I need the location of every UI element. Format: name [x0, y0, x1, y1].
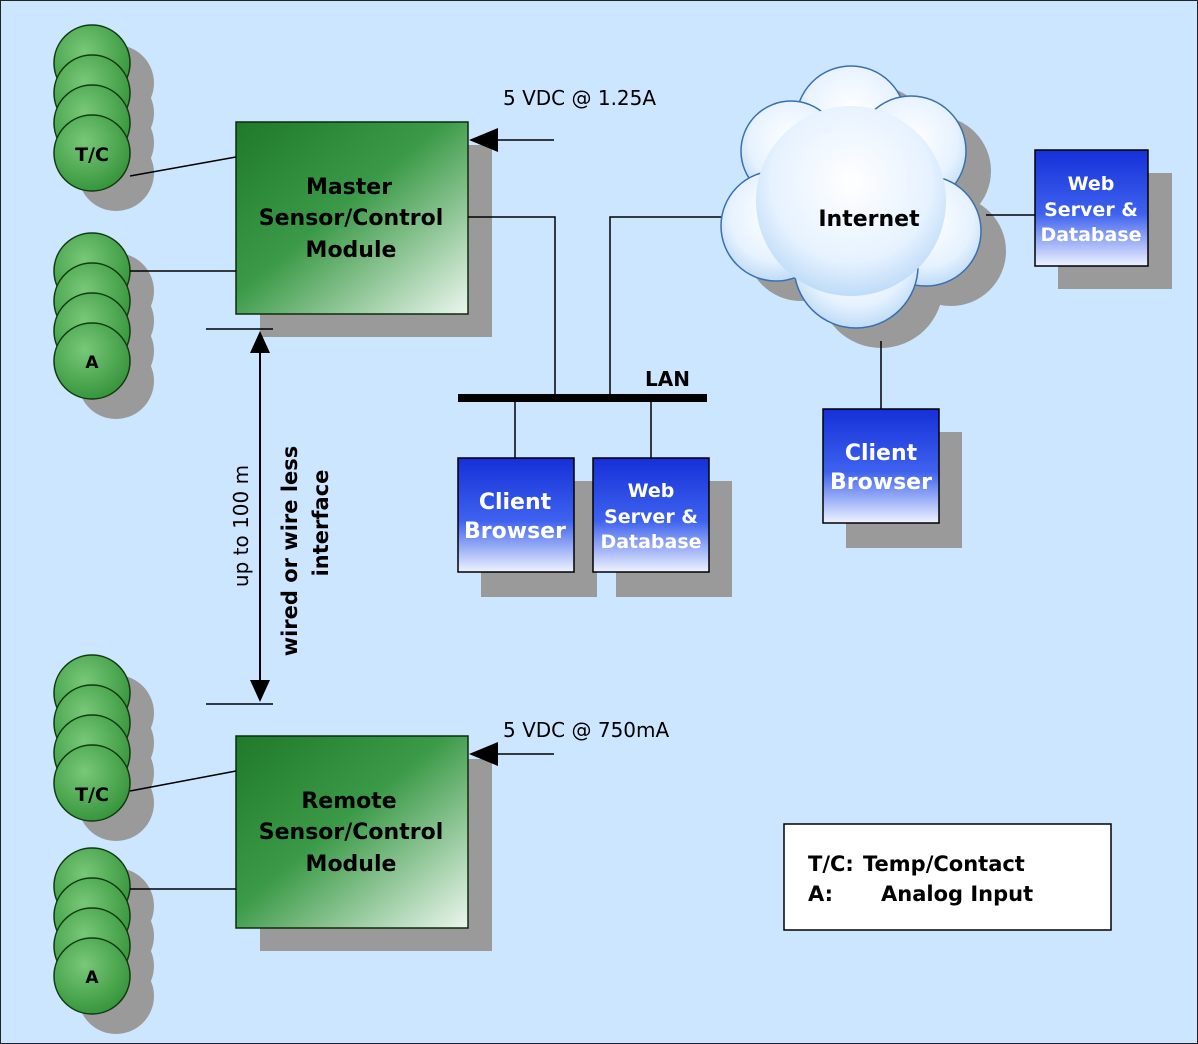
master-module-label: Master Sensor/Control Module — [259, 175, 443, 263]
sensor-label-tc: T/C — [75, 784, 109, 806]
lan-client-browser-box — [457, 457, 575, 573]
arrow-left-icon — [469, 742, 498, 766]
node-label-line: Browser — [464, 519, 566, 544]
remote-module-label: Remote Sensor/Control Module — [259, 789, 443, 877]
arrow-down-icon — [250, 680, 270, 702]
remote-power-label: 5 VDC @ 750mA — [503, 718, 670, 742]
internet-web-server-label: Web Server & Database — [1040, 173, 1141, 246]
distance-dimension: up to 100 m wired or wire less interface — [206, 328, 333, 705]
node-label-line: Client — [845, 441, 918, 466]
sensor-label-analog: A — [85, 353, 99, 373]
interface-label-line2: interface — [309, 470, 333, 577]
module-title-line: Master — [306, 175, 392, 200]
master-tc-sensor-stack: T/C — [53, 24, 154, 211]
tc-connection-line — [129, 770, 237, 792]
node-label-line: Client — [479, 490, 552, 515]
node-label-line: Web — [628, 480, 675, 502]
node-label-line: Database — [600, 531, 701, 553]
legend-key: A: — [808, 882, 833, 906]
lan-web-server-box — [592, 457, 710, 573]
node-label-line: Browser — [830, 470, 932, 495]
lan-to-internet-line — [609, 216, 751, 397]
legend: T/C: Temp/Contact A: Analog Input — [783, 823, 1112, 931]
arrow-left-icon — [469, 128, 498, 152]
remote-analog-sensor-stack: A — [53, 847, 154, 1034]
internet-web-server-box — [1034, 149, 1149, 267]
sensor-label-analog: A — [85, 968, 99, 988]
module-title-line: Module — [306, 238, 397, 263]
remote-power-input: 5 VDC @ 750mA — [469, 718, 670, 766]
module-title-line: Sensor/Control — [259, 206, 443, 231]
node-label-line: Web — [1068, 173, 1115, 195]
arrow-up-icon — [250, 331, 270, 353]
legend-box — [783, 823, 1112, 931]
sensor-disc — [53, 114, 131, 192]
sensor-connections — [129, 156, 237, 890]
master-to-lan-line — [468, 216, 556, 397]
distance-length-label: up to 100 m — [229, 465, 253, 587]
legend-key: T/C: — [808, 852, 854, 876]
sensor-label-tc: T/C — [75, 144, 109, 166]
master-power-input: 5 VDC @ 1.25A — [469, 86, 656, 152]
legend-value: Temp/Contact — [863, 852, 1025, 876]
sensor-disc — [53, 322, 131, 400]
internet-client-browser-label: Client Browser — [830, 441, 932, 495]
lan-web-server-label: Web Server & Database — [600, 480, 701, 553]
interface-label-line1: wired or wire less — [278, 446, 302, 657]
module-title-line: Module — [306, 852, 397, 877]
tc-connection-line — [129, 156, 237, 177]
node-label-line: Server & — [1044, 199, 1138, 221]
sensor-disc — [53, 744, 131, 822]
module-title-line: Sensor/Control — [259, 820, 443, 845]
node-label-line: Database — [1040, 224, 1141, 246]
lan-bus — [458, 394, 707, 402]
lan-label: LAN — [645, 367, 690, 391]
module-title-line: Remote — [301, 789, 396, 814]
remote-module-box — [235, 735, 469, 929]
master-power-label: 5 VDC @ 1.25A — [503, 86, 656, 110]
node-label-line: Server & — [604, 506, 698, 528]
internet-client-browser-box — [822, 408, 940, 524]
master-module-box — [235, 121, 469, 315]
remote-tc-sensor-stack: T/C — [53, 654, 154, 841]
internet-cloud: Internet — [720, 65, 1006, 348]
master-analog-sensor-stack: A — [53, 232, 154, 419]
lan-client-browser-label: Client Browser — [464, 490, 566, 544]
lan-network: LAN — [458, 216, 751, 459]
sensor-disc — [53, 937, 131, 1015]
internet-label: Internet — [818, 207, 920, 232]
legend-value: Analog Input — [881, 882, 1033, 906]
